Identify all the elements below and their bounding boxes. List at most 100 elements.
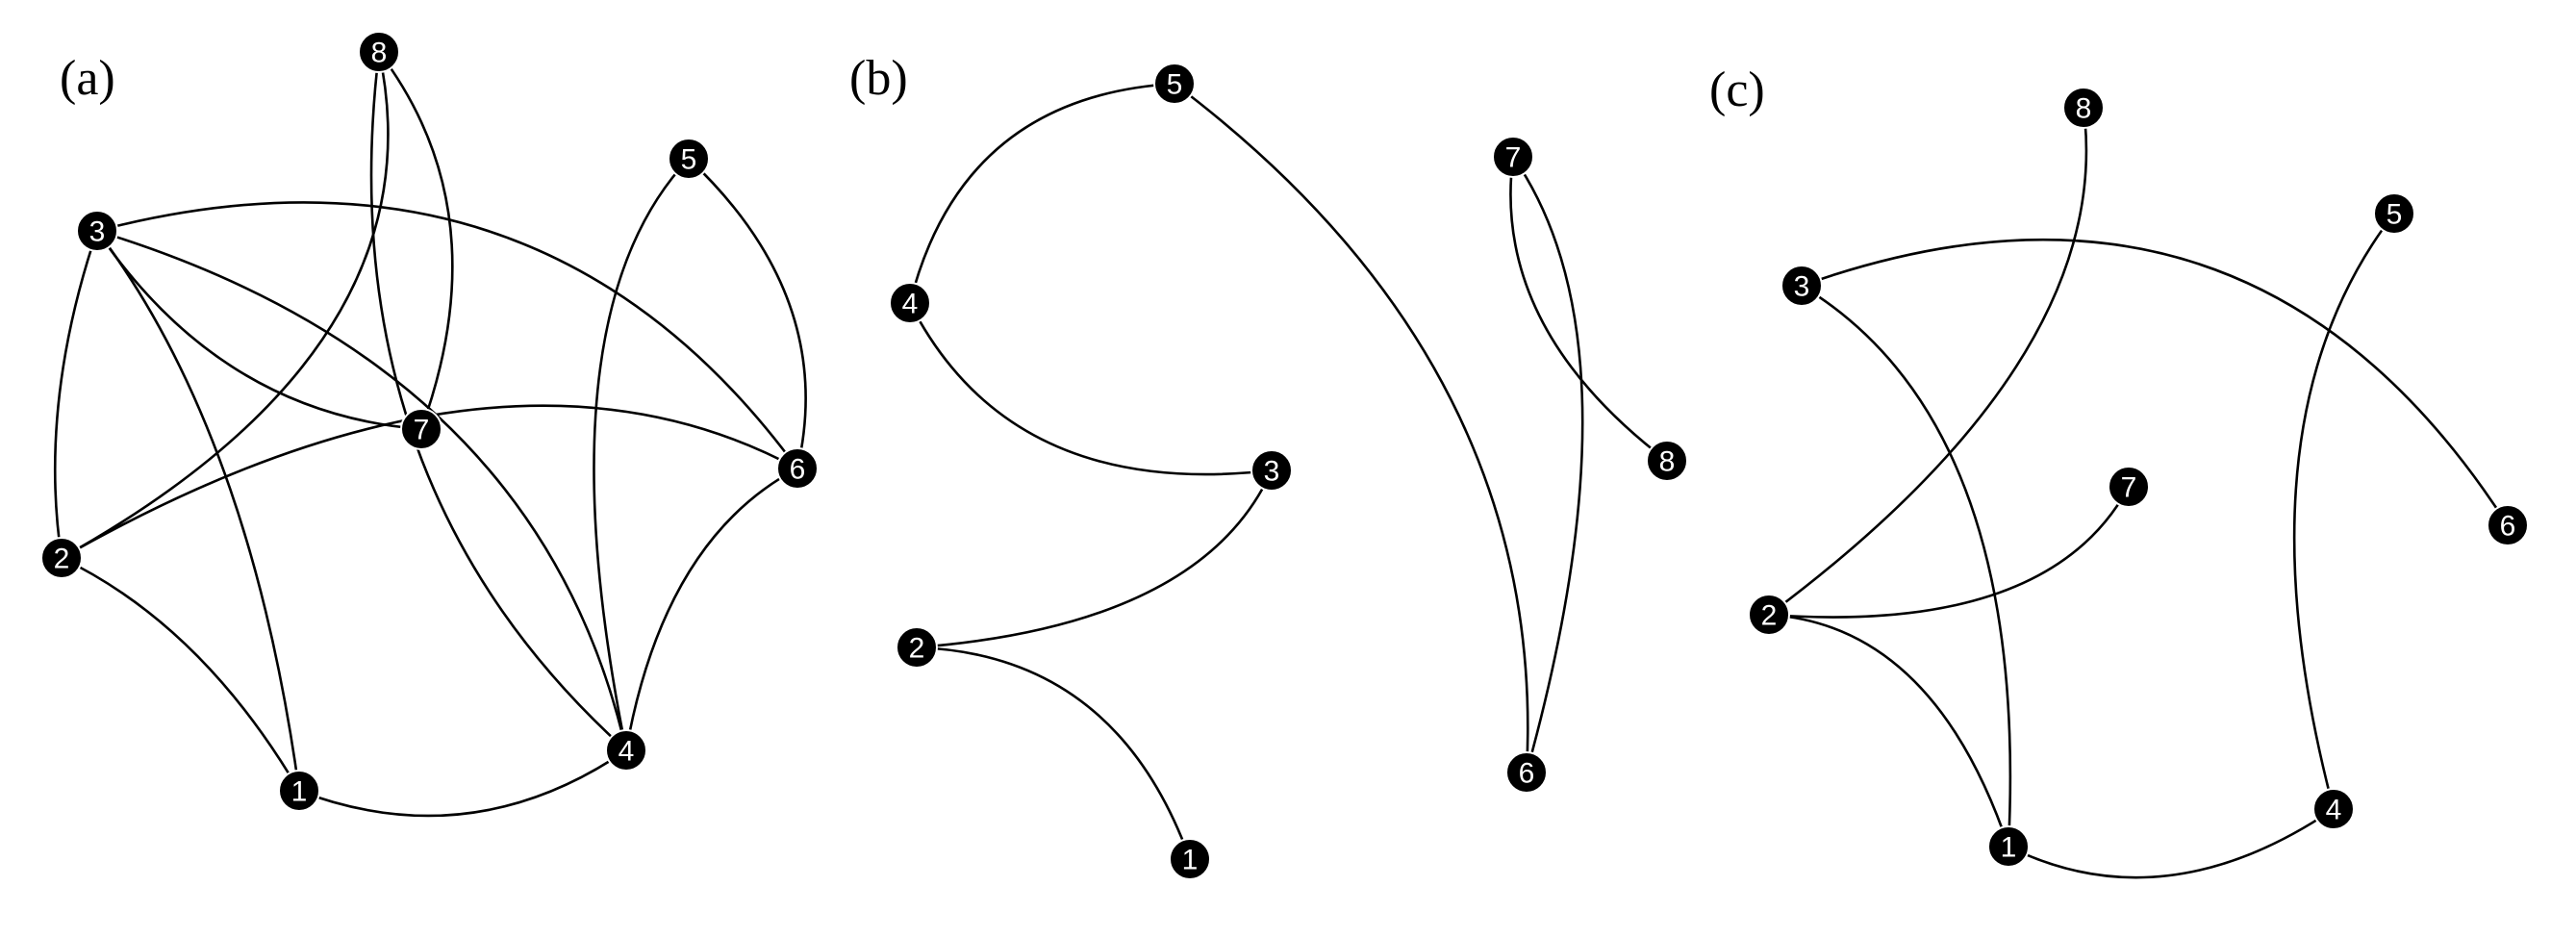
panel-a-edge-3-4 [96, 229, 628, 751]
panel-c-nodes: 1 2 3 4 5 6 7 8 [1748, 87, 2529, 868]
panel-a-node-2: 2 [40, 537, 83, 579]
panel-b-node-7: 7 [1492, 136, 1534, 178]
panel-b-node-6-circle [1505, 751, 1548, 794]
panel-a-edge-1-3 [95, 230, 301, 792]
panel-c-edge-1-4 [2008, 807, 2335, 879]
panel-b-node-4-circle [889, 282, 931, 324]
panel-c-node-3-label: 3 [1794, 271, 1810, 303]
panel-b-node-3-circle [1250, 449, 1293, 492]
panel-a-node-6-circle [776, 447, 819, 490]
panel-a: (a) 1 2 3 4 5 6 7 8 [40, 31, 819, 818]
panel-c-node-5: 5 [2373, 192, 2415, 235]
panel-c-edge-2-8 [1768, 107, 2088, 617]
panel-c-node-8-label: 8 [2076, 93, 2092, 125]
panel-b-node-8-circle [1646, 440, 1688, 482]
panel-a-node-5-label: 5 [681, 144, 697, 176]
panel-b-node-6-label: 6 [1519, 758, 1535, 790]
panel-b-node-3-label: 3 [1264, 456, 1280, 488]
panel-c-node-6: 6 [2487, 504, 2529, 546]
panel-b-nodes: 1 2 3 4 5 6 7 8 [889, 63, 1688, 880]
panel-a-edge-7-8 [377, 51, 454, 430]
panel-a-nodes: 1 2 3 4 5 6 7 8 [40, 31, 819, 812]
panel-a-node-8: 8 [358, 31, 400, 73]
panel-c-edges [1768, 107, 2510, 879]
panel-a-node-8-circle [358, 31, 400, 73]
panel-b-node-6: 6 [1505, 751, 1548, 794]
panel-b-node-4-label: 4 [902, 289, 919, 320]
panel-b-node-4: 4 [889, 282, 931, 324]
panel-b-edge-7-8 [1509, 156, 1668, 463]
panel-c-edge-4-5 [2292, 213, 2396, 810]
panel-b-node-2: 2 [896, 626, 938, 669]
panel-c-node-3-circle [1780, 265, 1823, 307]
panel-b-node-2-label: 2 [909, 633, 925, 665]
panel-b-node-8-label: 8 [1659, 446, 1676, 478]
panel-b-node-7-circle [1492, 136, 1534, 178]
panel-a-node-8-label: 8 [371, 38, 388, 69]
panel-c-node-3: 3 [1780, 265, 1823, 307]
panel-a-node-3-circle [76, 210, 118, 252]
panel-b-edge-4-5 [908, 82, 1175, 304]
panel-a-node-6: 6 [776, 447, 819, 490]
panel-c-node-4-circle [2312, 788, 2355, 830]
panel-c-node-1-label: 1 [2001, 832, 2017, 864]
panel-b-node-3: 3 [1250, 449, 1293, 492]
panel-a-label: (a) [60, 51, 115, 106]
panel-b-edge-6-7 [1511, 156, 1584, 773]
panel-b-edges [908, 82, 1668, 860]
panel-b-label: (b) [849, 51, 908, 106]
panel-a-edge-1-2 [61, 556, 301, 792]
panel-c-edge-2-7 [1768, 486, 2131, 619]
panel-a-edge-4-6 [624, 467, 798, 751]
panel-a-node-2-label: 2 [54, 544, 70, 575]
panel-c-node-2-circle [1748, 594, 1790, 636]
panel-b-edge-1-2 [916, 646, 1192, 860]
panel-c-node-4: 4 [2312, 788, 2355, 830]
panel-a-edge-2-8 [61, 51, 390, 560]
panel-c-node-1: 1 [1987, 825, 2030, 868]
panel-a-edge-3-7 [95, 230, 422, 431]
panel-b-edge-3-4 [908, 302, 1273, 476]
panel-a-node-7: 7 [400, 408, 442, 450]
panel-a-node-7-label: 7 [414, 415, 430, 446]
panel-b-node-5-circle [1153, 63, 1196, 105]
panel-a-node-6-label: 6 [790, 454, 806, 486]
panel-a-edge-2-3 [53, 230, 99, 559]
panel-a-edge-5-6 [688, 158, 807, 469]
panel-b-node-1: 1 [1169, 838, 1211, 880]
panel-c-node-6-circle [2487, 504, 2529, 546]
panel-c-node-5-label: 5 [2387, 199, 2403, 231]
panel-c-node-7-label: 7 [2121, 472, 2137, 504]
panel-c-node-1-circle [1987, 825, 2030, 868]
panel-c-node-2-label: 2 [1761, 600, 1778, 632]
panel-a-node-3: 3 [76, 210, 118, 252]
panel-c-node-4-label: 4 [2326, 795, 2342, 826]
panel-b-node-5: 5 [1153, 63, 1196, 105]
panel-b-node-1-label: 1 [1182, 845, 1199, 876]
panel-b: (b) 1 2 3 4 5 6 7 8 [849, 51, 1688, 880]
panel-b-node-8: 8 [1646, 440, 1688, 482]
panel-c-node-7: 7 [2108, 466, 2150, 508]
panel-c-node-6-label: 6 [2500, 511, 2516, 543]
panel-c-edge-1-2 [1768, 613, 2010, 848]
panel-a-node-3-label: 3 [89, 216, 106, 248]
panel-a-edge-1-4 [298, 748, 627, 818]
panel-a-node-1-circle [278, 770, 320, 812]
panel-a-edge-4-5 [593, 158, 690, 751]
panel-b-node-5-label: 5 [1167, 69, 1183, 101]
panel-a-node-7-circle [400, 408, 442, 450]
panel-a-node-5-circle [668, 138, 710, 180]
panel-a-node-4-circle [605, 729, 647, 772]
panel-a-node-1-label: 1 [291, 776, 308, 808]
panel-a-node-1: 1 [278, 770, 320, 812]
panel-c-edge-1-3 [1801, 284, 2012, 848]
panel-b-edge-2-3 [916, 469, 1274, 649]
panel-b-node-2-circle [896, 626, 938, 669]
panel-a-edge-2-6 [61, 404, 798, 560]
panel-a-node-4-label: 4 [619, 736, 635, 768]
panel-c-node-8-circle [2062, 87, 2105, 129]
panel-c-node-5-circle [2373, 192, 2415, 235]
panel-b-edge-5-6 [1174, 82, 1529, 773]
